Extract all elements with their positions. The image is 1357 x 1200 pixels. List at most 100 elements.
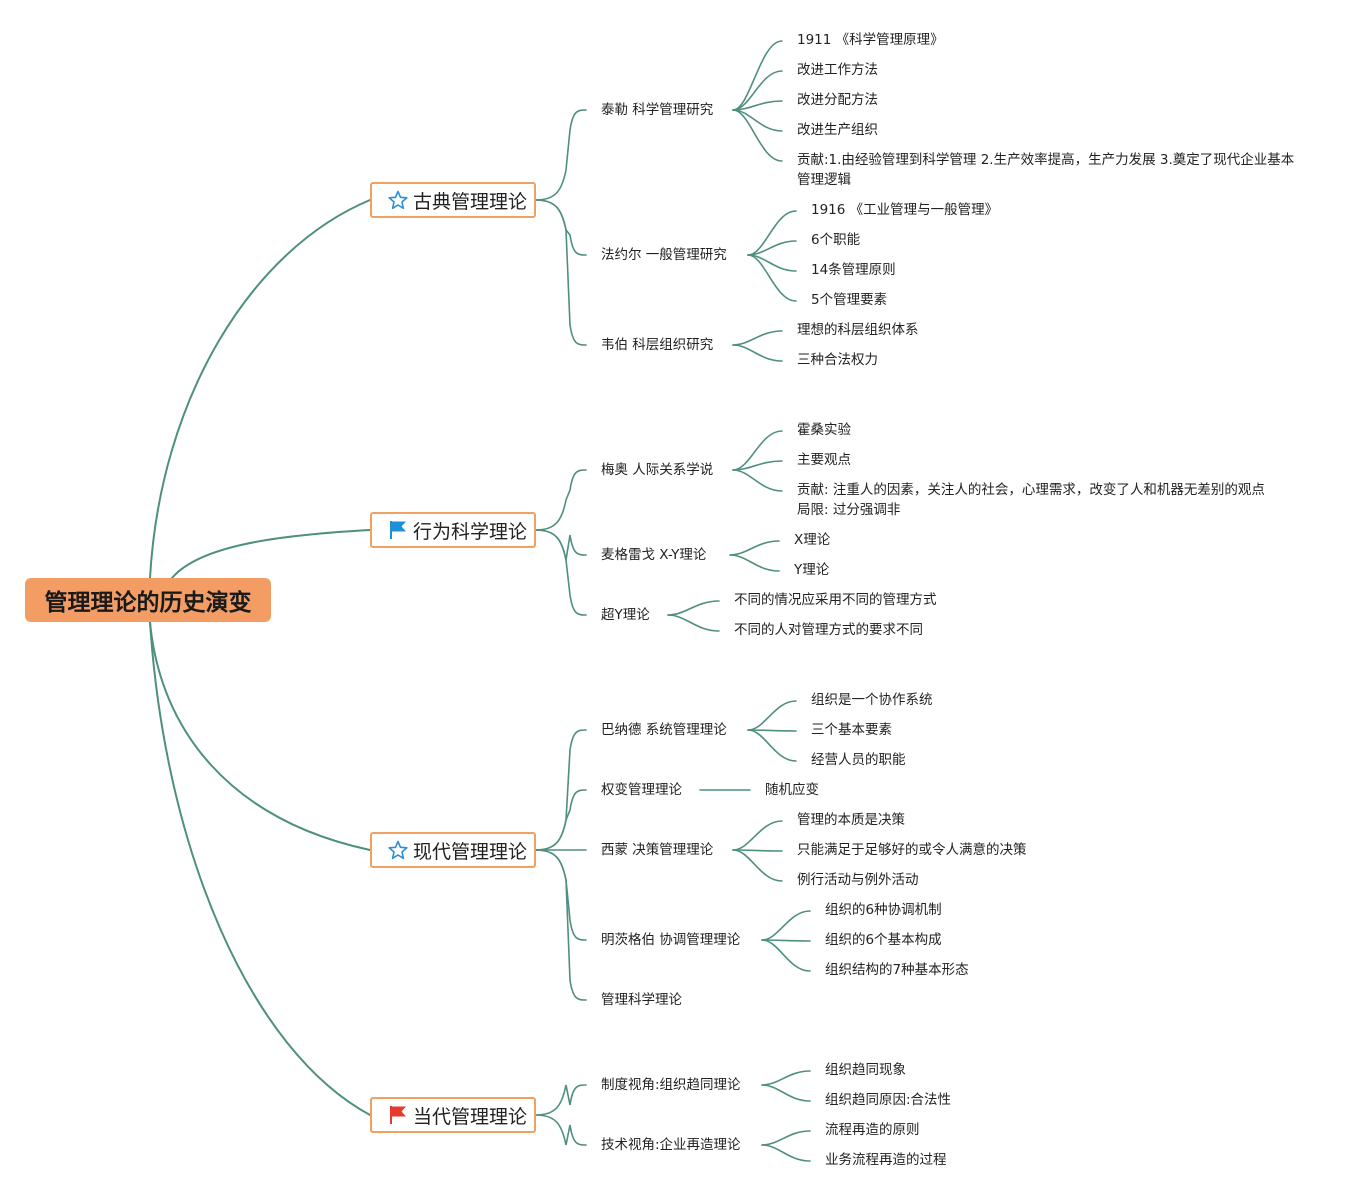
leaf-topic[interactable]: 组织的6种协调机制 <box>825 902 942 918</box>
root-topic[interactable]: 管理理论的历史演变 <box>25 578 271 622</box>
connector-line <box>761 1144 811 1162</box>
leaf-topic[interactable]: 组织是一个协作系统 <box>811 692 933 708</box>
connector-line <box>747 729 797 732</box>
sub-topic-mintzberg[interactable]: 明茨格伯 协调管理理论 <box>601 932 741 948</box>
sub-topic-mcgregor[interactable]: 麦格雷戈 X-Y理论 <box>601 547 707 563</box>
sub-topic-simon[interactable]: 西蒙 决策管理理论 <box>601 842 714 858</box>
connector-line <box>535 1114 587 1146</box>
connector-line <box>729 554 780 572</box>
connector-line <box>747 700 797 731</box>
leaf-topic[interactable]: 管理的本质是决策 <box>797 812 905 828</box>
connector-line <box>535 469 587 531</box>
connector-line <box>732 849 783 882</box>
branch-modern[interactable]: 现代管理理论 <box>370 832 536 868</box>
connector-line <box>732 469 783 492</box>
sub-topic-taylor[interactable]: 泰勒 科学管理研究 <box>601 102 714 118</box>
sub-topic-mayo[interactable]: 梅奥 人际关系学说 <box>601 462 714 478</box>
flag-icon <box>390 521 406 539</box>
connector-line <box>535 729 587 851</box>
star-icon <box>388 190 408 210</box>
leaf-topic[interactable]: 只能满足于足够好的或令人满意的决策 <box>797 842 1027 858</box>
connector-line <box>761 939 811 942</box>
connector-line <box>732 330 783 346</box>
sub-topic-management-science[interactable]: 管理科学理论 <box>601 992 682 1008</box>
connector-line <box>732 40 783 111</box>
connector-line <box>761 1070 811 1086</box>
leaf-topic[interactable]: 贡献:1.由经验管理到科学管理 2.生产效率提高，生产力发展 3.奠定了现代企业… <box>797 152 1295 188</box>
leaf-topic[interactable]: 随机应变 <box>765 782 819 798</box>
connector-line <box>761 939 811 972</box>
connector-line <box>535 789 587 851</box>
sub-topic-fayol[interactable]: 法约尔 一般管理研究 <box>601 247 727 263</box>
leaf-topic[interactable]: 1916 《工业管理与一般管理》 <box>811 202 999 218</box>
star-icon <box>388 840 408 860</box>
leaf-topic[interactable]: 改进生产组织 <box>797 122 878 138</box>
branch-label: 行为科学理论 <box>413 520 528 543</box>
connector-line <box>149 621 371 851</box>
leaf-topic[interactable]: 主要观点 <box>797 452 851 468</box>
connector-line <box>535 529 587 616</box>
flag-icon <box>390 1106 406 1124</box>
leaf-topic[interactable]: 改进分配方法 <box>797 92 878 108</box>
leaf-topic[interactable]: 不同的情况应采用不同的管理方式 <box>734 592 937 608</box>
connector-line <box>667 600 720 616</box>
leaf-topic[interactable]: 14条管理原则 <box>811 262 896 278</box>
leaf-topic[interactable]: 改进工作方法 <box>797 62 878 78</box>
connector-line <box>149 199 371 579</box>
connector-line <box>747 729 797 762</box>
leaf-topic[interactable]: 组织趋同现象 <box>825 1062 906 1078</box>
connector-line <box>747 210 797 256</box>
connector-line <box>149 621 371 1116</box>
leaf-topic[interactable]: 贡献: 注重人的因素，关注人的社会，心理需求，改变了人和机器无差别的观点 局限:… <box>797 482 1265 518</box>
sub-topic-weber[interactable]: 韦伯 科层组织研究 <box>601 337 714 353</box>
sub-topic-contingency[interactable]: 权变管理理论 <box>601 782 682 798</box>
connector-line <box>171 529 371 579</box>
branch-behavioral[interactable]: 行为科学理论 <box>370 512 536 548</box>
connector-line <box>535 199 587 346</box>
connector-line <box>747 254 797 302</box>
leaf-topic[interactable]: 流程再造的原则 <box>825 1122 920 1138</box>
branch-classical[interactable]: 古典管理理论 <box>370 182 536 218</box>
leaf-topic[interactable]: 组织结构的7种基本形态 <box>825 962 969 978</box>
connector-line <box>761 1084 811 1102</box>
leaf-topic[interactable]: 业务流程再造的过程 <box>825 1152 947 1168</box>
leaf-topic[interactable]: 不同的人对管理方式的要求不同 <box>734 622 923 638</box>
sub-topic-barnard[interactable]: 巴纳德 系统管理理论 <box>601 722 727 738</box>
leaf-topic[interactable]: 组织的6个基本构成 <box>825 932 942 948</box>
branch-contemporary[interactable]: 当代管理理论 <box>370 1097 536 1133</box>
connector-line <box>732 460 783 471</box>
connector-line <box>761 910 811 941</box>
connector-line <box>535 1084 587 1116</box>
leaf-topic[interactable]: 三个基本要素 <box>811 722 892 738</box>
connector-line <box>732 109 783 162</box>
connector-line <box>667 614 720 632</box>
leaf-topic[interactable]: X理论 <box>794 532 831 548</box>
connector-line <box>732 820 783 851</box>
connector-line <box>732 849 783 852</box>
connector-line <box>729 540 780 556</box>
leaf-topic[interactable]: 5个管理要素 <box>811 292 888 308</box>
connector-line <box>535 109 587 201</box>
connector-line <box>761 1130 811 1146</box>
sub-topic-reengineering[interactable]: 技术视角:企业再造理论 <box>601 1137 741 1153</box>
sub-topic-super-y[interactable]: 超Y理论 <box>601 607 650 623</box>
connector-line <box>732 430 783 471</box>
connector-line <box>535 199 587 256</box>
leaf-topic[interactable]: 例行活动与例外活动 <box>797 872 919 888</box>
leaf-topic[interactable]: 组织趋同原因:合法性 <box>825 1092 952 1108</box>
connector-line <box>732 344 783 362</box>
branch-label: 古典管理理论 <box>413 190 528 213</box>
leaf-topic[interactable]: 三种合法权力 <box>797 352 878 368</box>
leaf-topic[interactable]: 理想的科层组织体系 <box>797 322 919 338</box>
leaf-topic[interactable]: 1911 《科学管理原理》 <box>797 32 944 48</box>
sub-topic-institutional[interactable]: 制度视角:组织趋同理论 <box>601 1077 741 1093</box>
leaf-topic[interactable]: 经营人员的职能 <box>811 752 906 768</box>
connector-line <box>535 849 587 1001</box>
leaf-topic[interactable]: Y理论 <box>794 562 830 578</box>
branch-label: 当代管理理论 <box>413 1105 528 1128</box>
leaf-topic[interactable]: 6个职能 <box>811 232 861 248</box>
connector-line <box>732 70 783 111</box>
leaf-topic[interactable]: 霍桑实验 <box>797 422 851 438</box>
